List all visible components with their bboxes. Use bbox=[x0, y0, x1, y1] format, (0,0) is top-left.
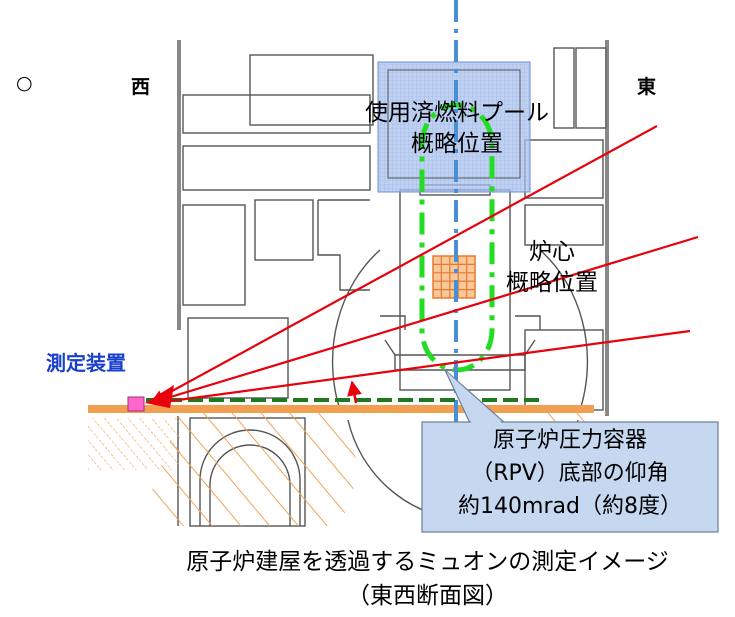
ray-convergence-arrowhead bbox=[145, 385, 174, 408]
pool-label-line2: 概略位置 bbox=[411, 131, 503, 157]
callout-line1: 原子炉圧力容器 bbox=[492, 428, 647, 453]
vessel-outline bbox=[419, 102, 495, 373]
elevation-arrow bbox=[347, 380, 362, 404]
caption: 原子炉建屋を透過するミュオンの測定イメージ （東西断面図） bbox=[120, 545, 735, 613]
muon-ray-3 bbox=[154, 329, 691, 408]
callout-text: 原子炉圧力容器 （RPV）底部の仰角 約140mrad（約8度） bbox=[422, 424, 718, 523]
core-label-line2: 概略位置 bbox=[506, 270, 598, 296]
muon-ray-1 bbox=[150, 125, 658, 403]
ground-level bbox=[88, 405, 594, 413]
muon-rays bbox=[150, 125, 699, 408]
caption-line2: （東西断面図） bbox=[347, 583, 508, 609]
callout bbox=[421, 369, 719, 533]
device-box bbox=[127, 396, 145, 412]
marker-circle: ○ bbox=[16, 72, 33, 94]
west-label: 西 bbox=[131, 76, 151, 98]
foundation-hatch bbox=[150, 412, 360, 526]
muon-ray-2 bbox=[152, 235, 699, 405]
device-label: 測定装置 bbox=[46, 351, 126, 375]
caption-line1: 原子炉建屋を透過するミュオンの測定イメージ bbox=[186, 549, 669, 575]
core-label-line1: 炉心 bbox=[529, 239, 575, 265]
core-label: 炉心 概略位置 bbox=[497, 237, 607, 299]
callout-line3: 約140mrad（約8度） bbox=[458, 494, 682, 519]
pool-label: 使用済燃料プール 概略位置 bbox=[343, 98, 571, 160]
pool-label-line1: 使用済燃料プール bbox=[365, 100, 549, 126]
callout-line2: （RPV）底部の仰角 bbox=[471, 461, 669, 486]
east-label: 東 bbox=[637, 76, 657, 98]
